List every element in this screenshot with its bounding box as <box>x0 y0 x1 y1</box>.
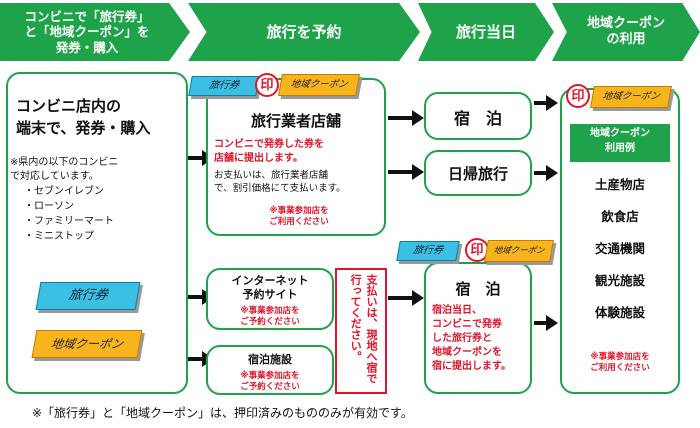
store-item: ・セブンイレブン <box>24 186 104 197</box>
stay-day-box: 宿 泊 宿泊当日、 コンビニで発券 した旅行券と 地域クーポンを 宿に提出します… <box>424 262 532 394</box>
step-reserve-header: 旅行を予約 <box>188 3 420 61</box>
stay-day-label: 宿 泊 <box>455 280 501 298</box>
arrow-right <box>534 315 558 331</box>
usage-item: 飲食店 <box>601 209 639 224</box>
internet-reservation-title: インターネット 予約サイト <box>231 274 309 302</box>
step-travel-day-header: 旅行当日 <box>418 3 554 61</box>
arrow-right <box>188 351 214 367</box>
internet-reservation-note: ※事業参加店を ご予約ください <box>240 306 300 328</box>
stamp-seal-icon: 印 <box>465 238 489 262</box>
payment-onsite-note: 支払いは、現地へ宿で 行ってください。 <box>335 268 387 394</box>
local-coupon-tag: 地域クーポン <box>278 74 360 96</box>
usage-item: 土産物店 <box>594 177 645 192</box>
travel-ticket-card: 旅行券 <box>35 282 141 310</box>
convenience-store-note: ※県内の以下のコンビニ で対応しています。 <box>10 157 119 182</box>
arrow-right <box>388 290 424 306</box>
coupon-usage-header: 地域クーポン 利用例 <box>570 124 670 162</box>
travel-agency-payment: お支払いは、旅行業者店舗 で、割引価格にて支払います。 <box>214 170 346 194</box>
travel-agency-box: 旅行業者店舗 コンビニで発券した券を 店舗に提出します。 お支払いは、旅行業者店… <box>206 78 386 236</box>
arrow-right <box>388 164 424 180</box>
coupon-usage-box: 地域クーポン 利用例 土産物店 飲食店 交通機関 観光施設 体験施設 ※事業参加… <box>560 88 680 394</box>
arrow-right <box>188 150 214 166</box>
stay-label: 宿 泊 <box>453 109 502 128</box>
convenience-store-box: コンビニ店内の 端末で、発券・購入 ※県内の以下のコンビニ で対応しています。 … <box>6 72 188 394</box>
convenience-store-title: コンビニ店内の 端末で、発券・購入 <box>16 97 151 137</box>
day-trip-box: 日帰旅行 <box>424 150 532 196</box>
step-coupon-use-header: 地域クーポン の利用 <box>552 3 700 61</box>
coupon-usage-note: ※事業参加店を ご利用ください <box>590 352 650 374</box>
usage-item: 交通機関 <box>594 241 645 256</box>
local-coupon-card: 地域クーポン <box>31 330 143 358</box>
day-trip-label: 日帰旅行 <box>447 165 508 183</box>
store-item: ・ミニストップ <box>24 231 94 242</box>
travel-agency-title: 旅行業者店舗 <box>250 112 341 130</box>
arrow-right <box>188 289 214 305</box>
arrow-right <box>534 95 558 111</box>
travel-agency-instruction: コンビニで発券した券を 店舗に提出します。 <box>214 139 324 164</box>
lodging-reservation-note: ※事業参加店を ご予約ください <box>240 371 300 393</box>
local-coupon-tag: 地域クーポン <box>484 240 554 262</box>
arrow-right <box>534 165 558 181</box>
stay-day-instruction: 宿泊当日、 コンビニで発券 した旅行券と 地域クーポンを 宿に提出します。 <box>432 305 511 372</box>
store-item: ・ファミリーマート <box>24 216 114 227</box>
usage-item: 観光施設 <box>594 273 645 288</box>
arrow-right <box>388 110 424 126</box>
coupon-usage-list: 土産物店 飲食店 交通機関 観光施設 体験施設 <box>562 174 678 334</box>
stamp-seal-icon: 印 <box>255 73 279 97</box>
travel-ticket-tag: 旅行券 <box>396 241 460 261</box>
travel-agency-note: ※事業参加店を ご利用ください <box>269 206 329 228</box>
footer-note: ※「旅行券」と「地域クーポン」は、押印済みのもののみが有効です。 <box>32 406 413 420</box>
store-list: ・セブンイレブン ・ローソン ・ファミリーマート ・ミニストップ <box>24 184 184 244</box>
usage-item: 体験施設 <box>594 305 645 320</box>
step-purchase-header: コンビニで「旅行券」 と「地域クーポン」を 発券・購入 <box>0 3 190 61</box>
stamp-seal-icon: 印 <box>566 84 590 108</box>
stay-box: 宿 泊 <box>424 92 532 140</box>
local-coupon-tag: 地域クーポン <box>590 86 672 108</box>
travel-ticket-tag: 旅行券 <box>188 76 260 96</box>
store-item: ・ローソン <box>24 201 74 212</box>
lodging-reservation-title: 宿泊施設 <box>248 353 292 366</box>
lodging-reservation-box: 宿泊施設 ※事業参加店を ご予約ください <box>206 345 334 395</box>
internet-reservation-box: インターネット 予約サイト ※事業参加店を ご予約ください <box>206 268 334 330</box>
